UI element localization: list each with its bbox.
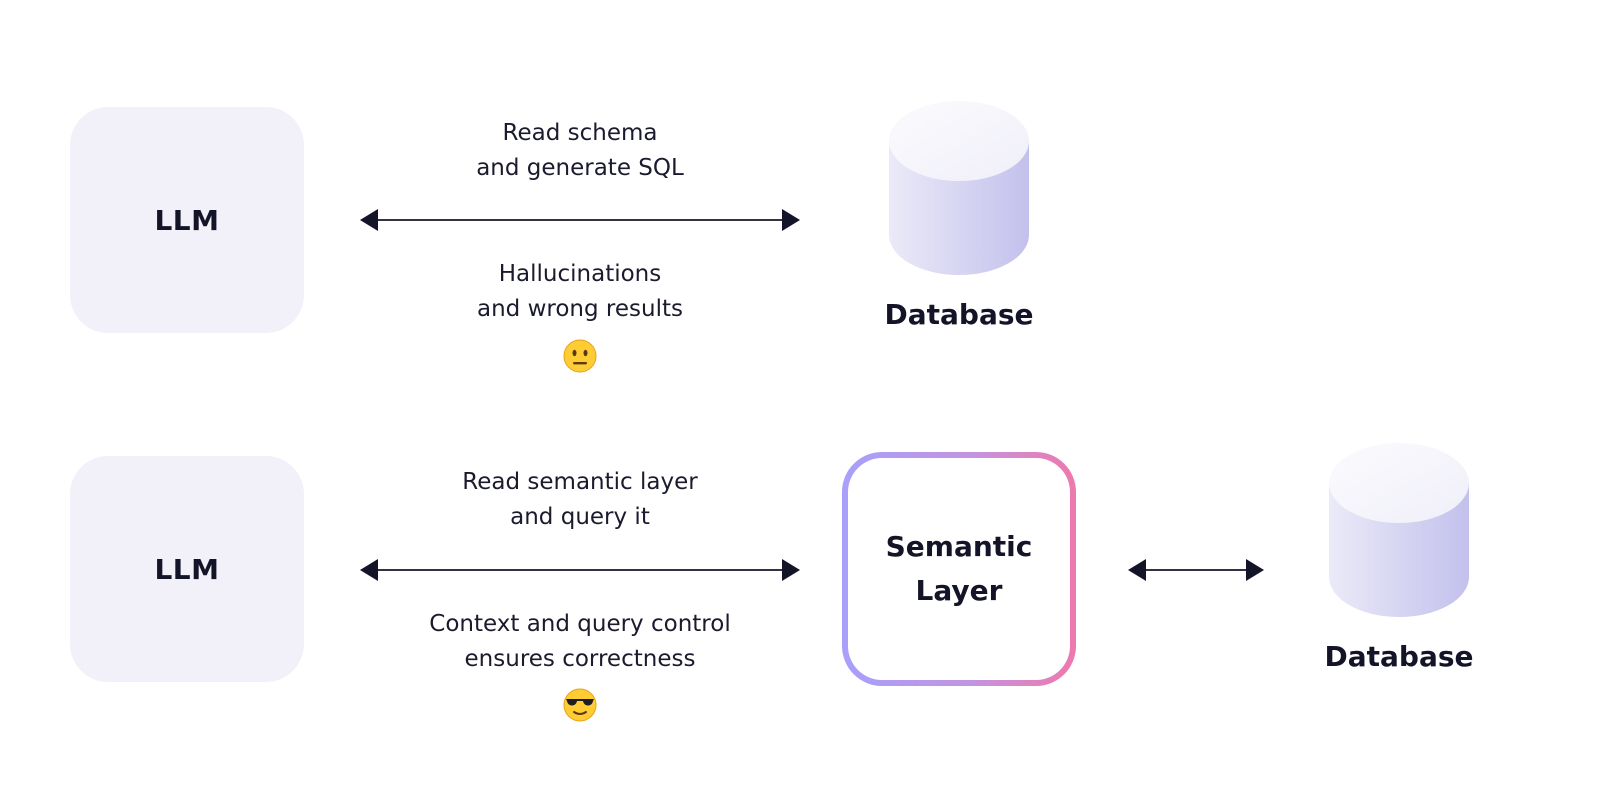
caption-line: and wrong results xyxy=(477,296,683,322)
caption-read-schema: Read schema and generate SQL xyxy=(420,116,740,186)
semantic-layer-label-line: Layer xyxy=(915,574,1003,607)
double-arrow-llm-semantic xyxy=(360,559,800,581)
llm-box-top: LLM xyxy=(70,107,304,333)
caption-line: Hallucinations xyxy=(498,261,662,287)
double-arrow-semantic-database xyxy=(1128,559,1264,581)
llm-label: LLM xyxy=(154,552,220,586)
caption-line: ensures correctness xyxy=(464,646,696,672)
llm-label: LLM xyxy=(154,203,220,237)
semantic-layer-box: Semantic Layer xyxy=(842,452,1076,686)
caption-line: and query it xyxy=(510,504,650,530)
semantic-layer-label-line: Semantic xyxy=(885,530,1033,563)
caption-line: Context and query control xyxy=(429,611,731,637)
neutral-face-emoji-icon xyxy=(563,339,597,373)
caption-line: and generate SQL xyxy=(476,155,684,181)
caption-context-control: Context and query control ensures correc… xyxy=(380,607,780,677)
database-cylinder-icon xyxy=(1329,443,1469,617)
caption-hallucinations: Hallucinations and wrong results xyxy=(420,257,740,327)
caption-line: Read semantic layer xyxy=(462,469,698,495)
caption-line: Read schema xyxy=(502,120,658,146)
database-label: Database xyxy=(1324,640,1474,673)
double-arrow-top xyxy=(360,209,800,231)
caption-read-semantic-layer: Read semantic layer and query it xyxy=(400,465,760,535)
llm-box-bottom: LLM xyxy=(70,456,304,682)
database-label: Database xyxy=(884,298,1034,331)
database-cylinder-icon xyxy=(889,101,1029,275)
sunglasses-face-emoji-icon xyxy=(563,688,597,722)
